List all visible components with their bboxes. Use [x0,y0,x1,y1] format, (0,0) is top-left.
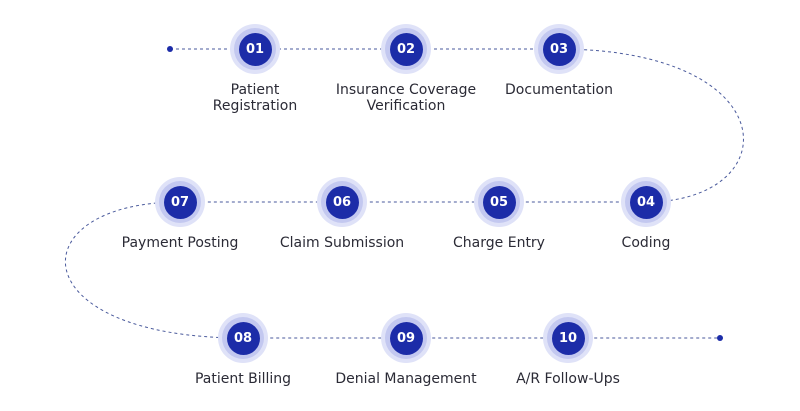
step-number: 05 [482,185,516,219]
step-label: Charge Entry [453,235,545,251]
step-label: Denial Management [335,371,477,387]
dashed-connector [65,48,744,339]
step-badge: 02 [381,24,431,74]
step-badge: 04 [621,177,671,227]
step-number: 03 [542,32,576,66]
step-number: 01 [238,32,272,66]
step-badge: 07 [155,177,205,227]
step-label: Insurance Coverage Verification [335,82,477,114]
step-badge: 05 [474,177,524,227]
step-badge: 08 [218,313,268,363]
step-label: Patient Registration [212,82,298,114]
step-badge: 09 [381,313,431,363]
end-dot [717,335,723,341]
step-label: A/R Follow-Ups [516,371,620,387]
step-label: Claim Submission [279,235,405,251]
step-badge: 03 [534,24,584,74]
step-number: 10 [551,321,585,355]
step-label: Payment Posting [121,235,239,251]
step-number: 02 [389,32,423,66]
step-number: 06 [325,185,359,219]
step-label: Coding [621,235,671,251]
start-dot [167,46,173,52]
step-label: Documentation [505,82,613,98]
step-number: 07 [163,185,197,219]
step-number: 04 [629,185,663,219]
step-number: 08 [226,321,260,355]
step-number: 09 [389,321,423,355]
step-label: Patient Billing [194,371,292,387]
step-badge: 01 [230,24,280,74]
step-badge: 10 [543,313,593,363]
step-badge: 06 [317,177,367,227]
